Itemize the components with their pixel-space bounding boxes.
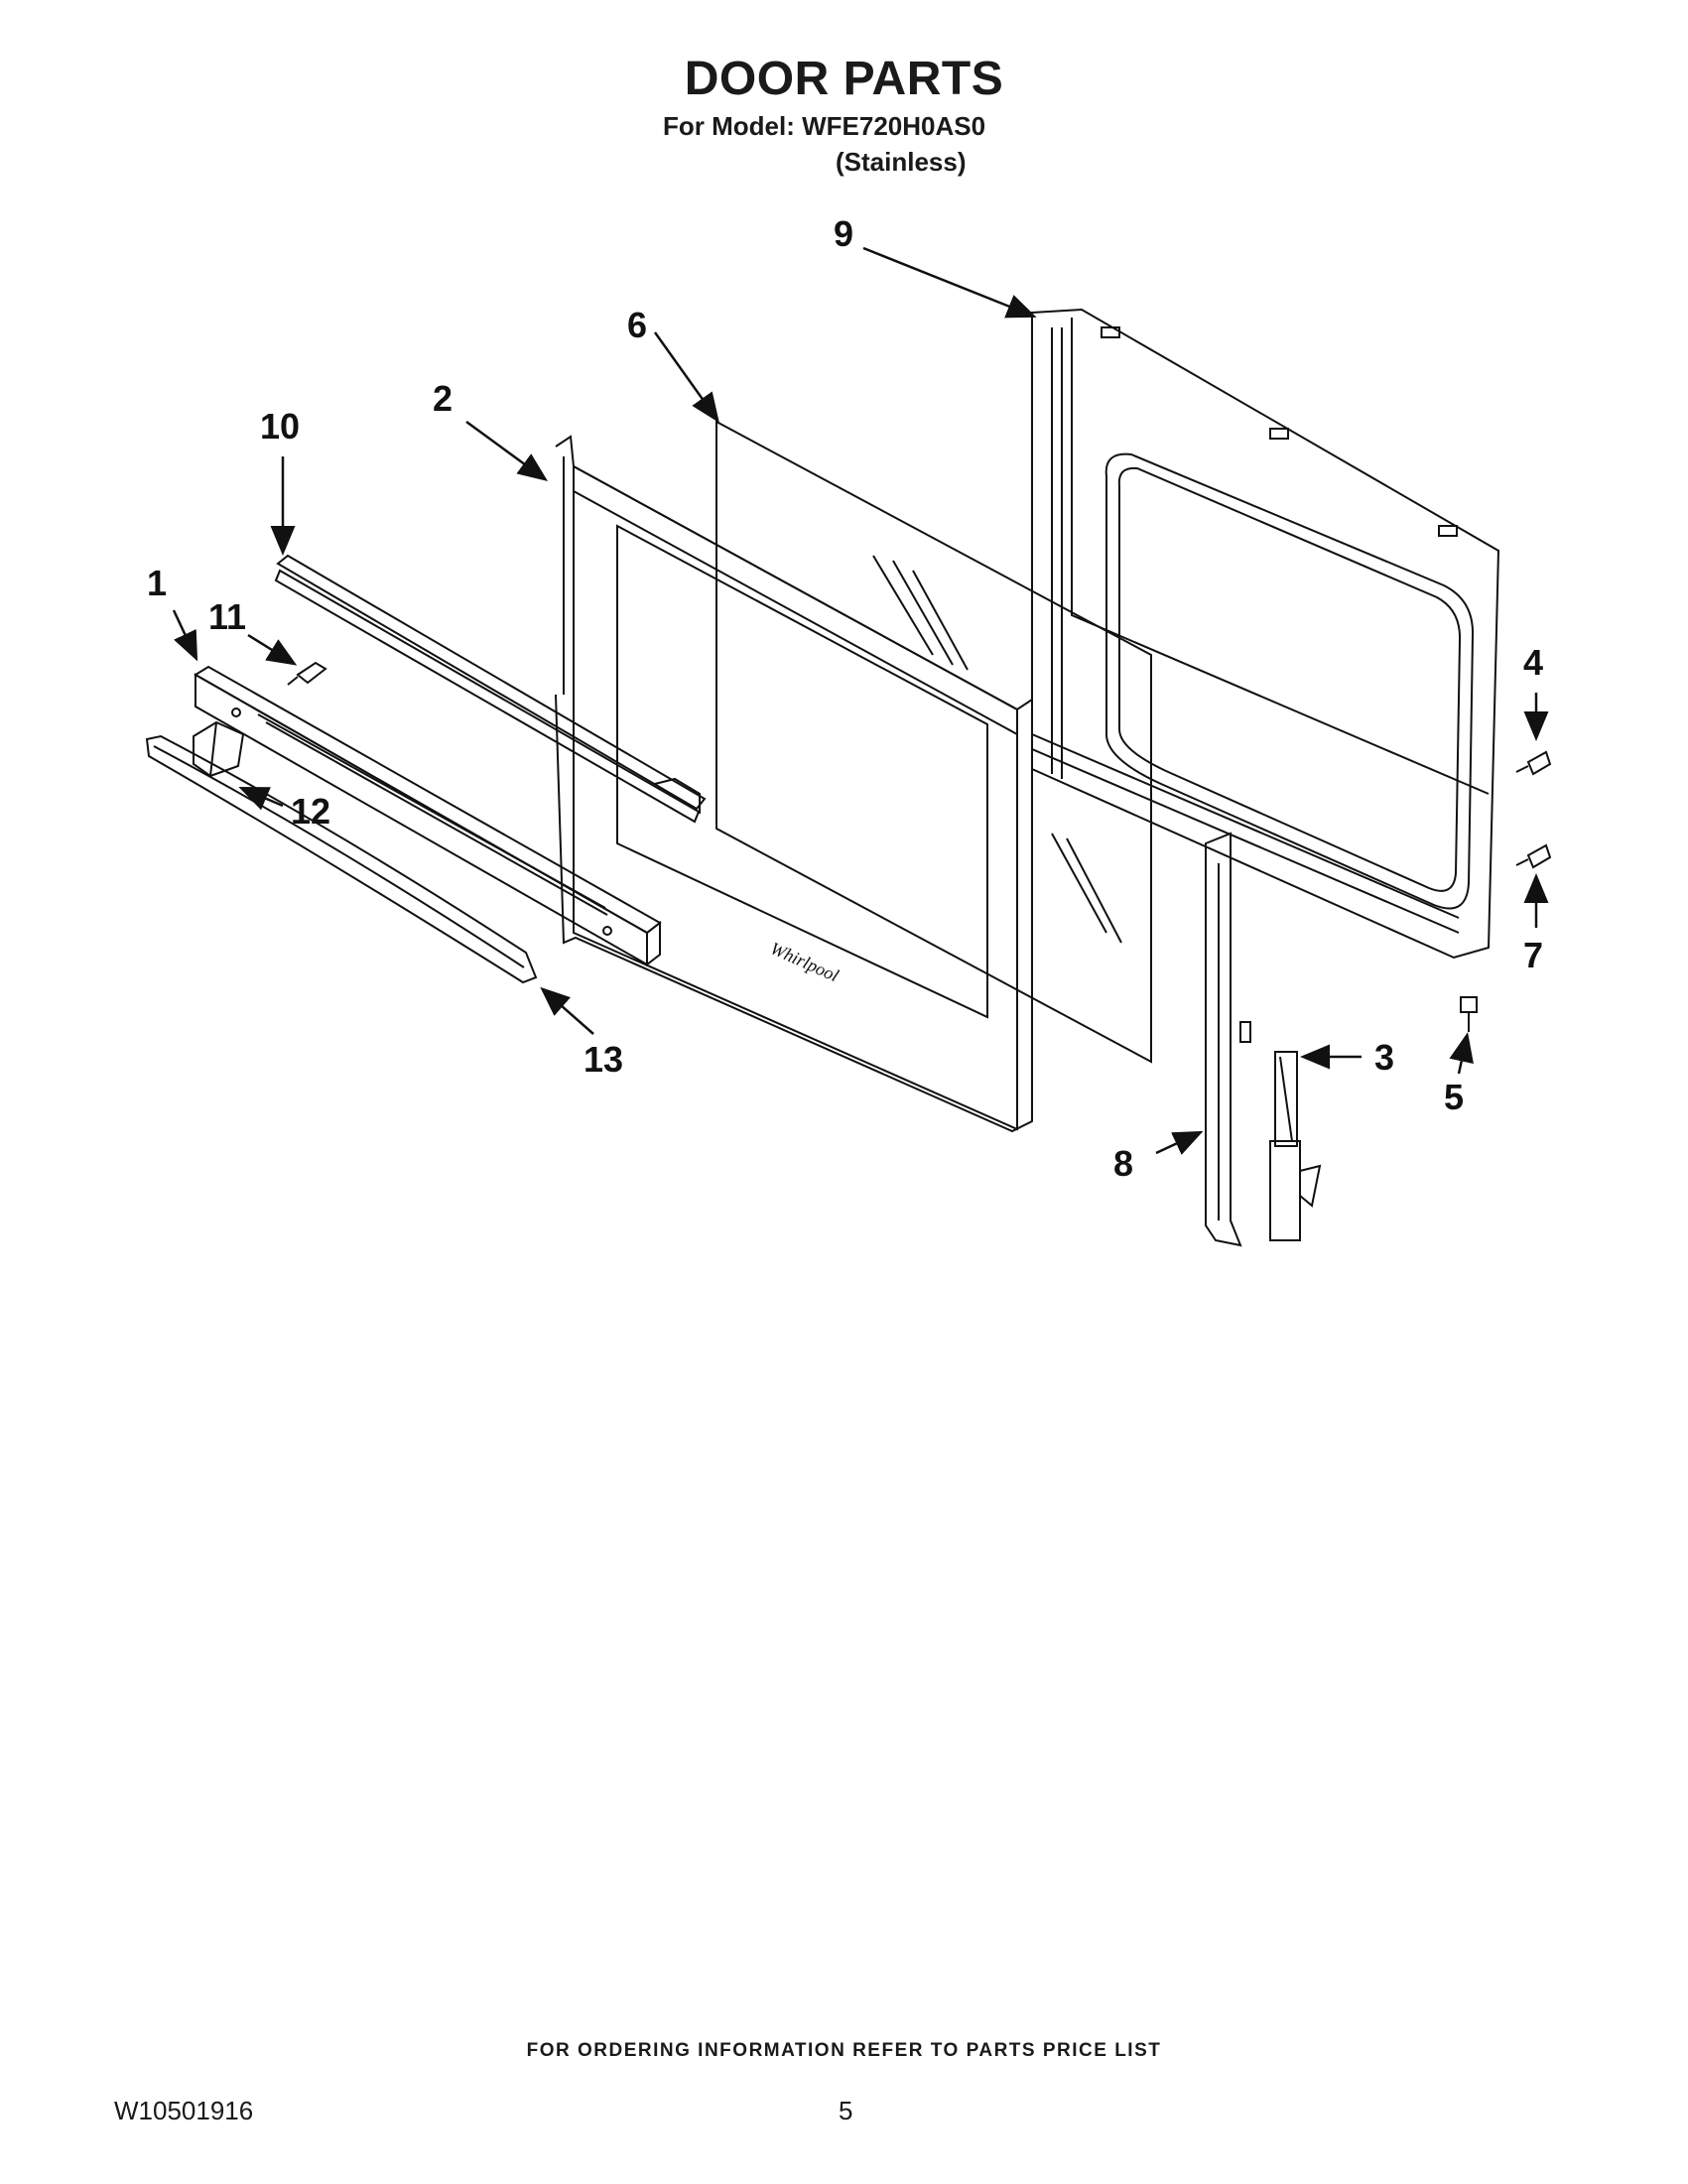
- callout-10: 10: [260, 406, 300, 447]
- whirlpool-logo: Whirlpool: [767, 938, 842, 985]
- callout-11: 11: [208, 596, 246, 637]
- callout-13: 13: [584, 1039, 623, 1080]
- screw-5-part: [1460, 996, 1478, 1032]
- callout-1: 1: [147, 563, 167, 603]
- callout-2: 2: [433, 378, 453, 419]
- leader-arrows: [172, 246, 1549, 1155]
- page-number: 5: [839, 2096, 853, 2125]
- model-line: For Model: WFE720H0AS0: [663, 111, 986, 141]
- screw-11-part: [287, 661, 327, 686]
- inner-door-liner-part: [1031, 308, 1500, 960]
- handle-end-cap-part: [193, 720, 245, 778]
- color-line: (Stainless): [836, 147, 967, 177]
- outer-door-panel-part: [555, 435, 1033, 1133]
- handle-bracket-bar-part: [194, 665, 662, 967]
- document-number: W10501916: [114, 2096, 254, 2125]
- hinge-receiver-part: [1205, 832, 1251, 1247]
- callout-7: 7: [1523, 935, 1543, 975]
- callout-3: 3: [1374, 1037, 1394, 1078]
- callout-5: 5: [1444, 1077, 1464, 1117]
- door-hinge-part: [1269, 1051, 1322, 1241]
- ordering-note: FOR ORDERING INFORMATION REFER TO PARTS …: [526, 2040, 1162, 2061]
- door-trim-strip-part: [274, 554, 707, 824]
- callout-8: 8: [1113, 1143, 1133, 1184]
- callout-9: 9: [834, 213, 853, 254]
- screw-7-part: [1515, 843, 1552, 869]
- callout-12: 12: [291, 791, 330, 832]
- callout-6: 6: [627, 305, 647, 345]
- page-title: DOOR PARTS: [684, 53, 1004, 105]
- glass-panel-part: [715, 420, 1152, 1064]
- screw-4-part: [1515, 750, 1552, 776]
- callout-4: 4: [1523, 642, 1543, 683]
